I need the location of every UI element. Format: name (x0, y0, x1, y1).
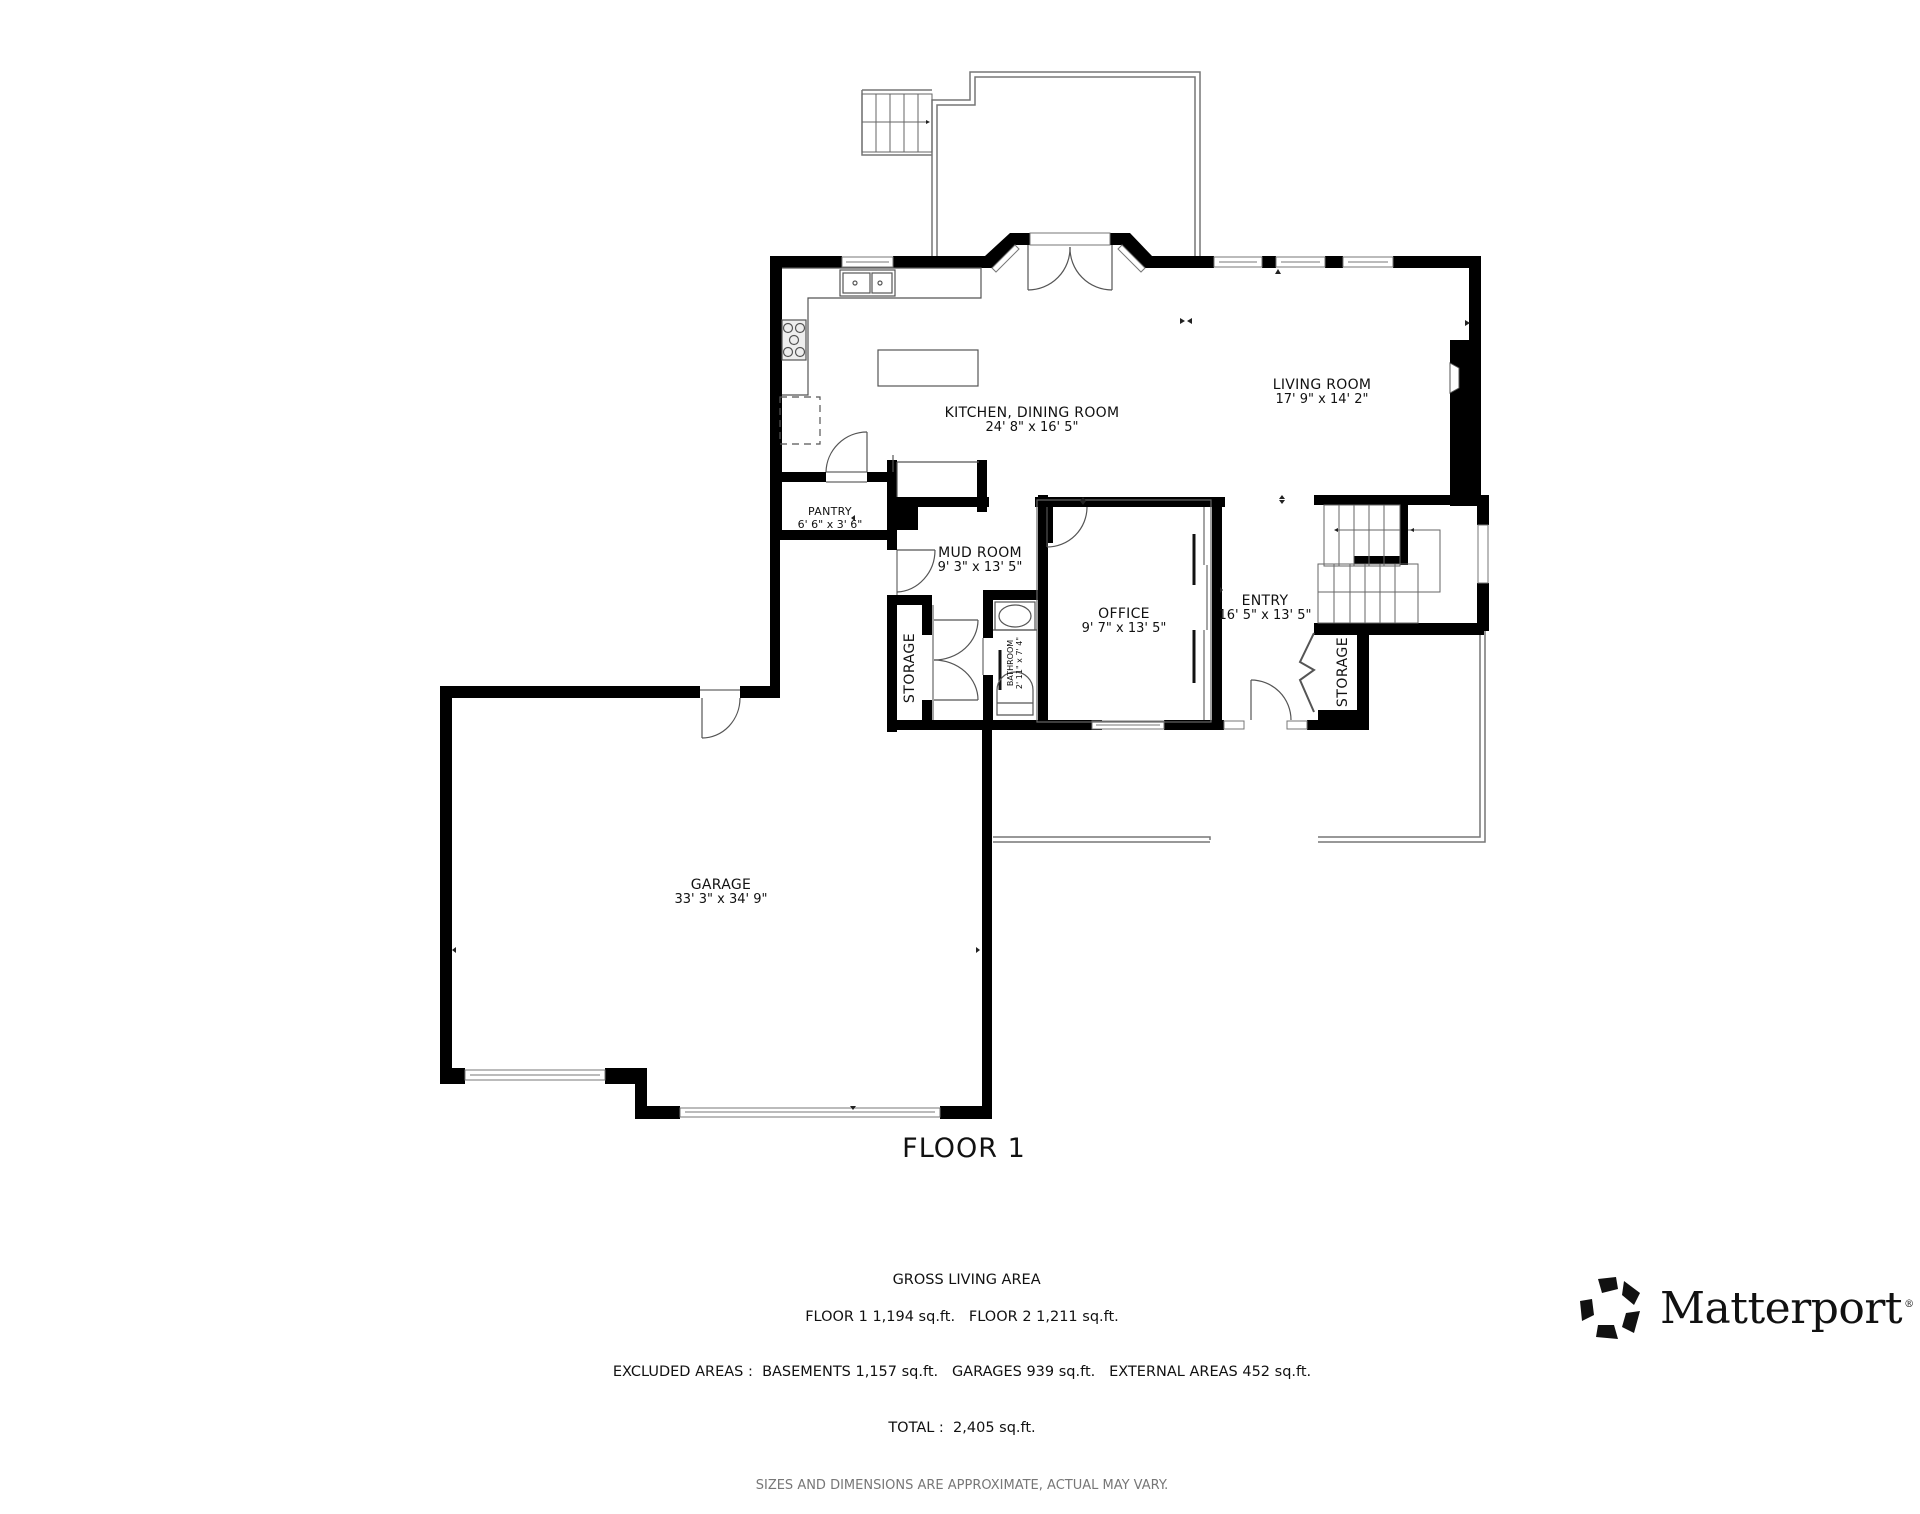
room-dimensions: 9' 3" x 13' 5" (937, 560, 1023, 576)
room-label-bathroom: BATHROOM 2' 11" x 7' 4" (1006, 636, 1025, 690)
partitions (700, 471, 1212, 723)
dimension-markers (452, 269, 1470, 1110)
floor-title: FLOOR 1 (902, 1133, 1026, 1164)
room-name: OFFICE (1098, 606, 1150, 622)
fireplace (1449, 362, 1460, 394)
room-label-office: OFFICE 9' 7" x 13' 5" (1082, 606, 1167, 637)
room-name: KITCHEN, DINING ROOM (944, 405, 1120, 421)
floor-plan-drawing (440, 71, 1489, 1119)
summary-total: TOTAL : 2,405 sq.ft. (888, 1419, 1036, 1436)
room-dimensions: 33' 3" x 34' 9" (674, 892, 768, 908)
walls (440, 233, 1489, 1119)
bathroom-fixtures (993, 601, 1037, 716)
room-label-storage-east: STORAGE (1335, 637, 1351, 707)
summary-floors: FLOOR 1 1,194 sq.ft. FLOOR 2 1,211 sq.ft… (805, 1308, 1119, 1325)
matterport-pinwheel-icon (1580, 1277, 1640, 1339)
brand-wordmark: Matterport® (1660, 1282, 1914, 1334)
windows (464, 232, 1489, 1118)
area-summary: GROSS LIVING AREA FLOOR 1 1,194 sq.ft. F… (613, 1252, 1311, 1514)
deck-stairs (861, 93, 933, 153)
room-label-mud-room: MUD ROOM 9' 3" x 13' 5" (938, 545, 1023, 576)
registered-mark: ® (1904, 1298, 1914, 1310)
room-label-living-room: LIVING ROOM 17' 9" x 14' 2" (1273, 377, 1372, 408)
back-deck (861, 71, 1201, 258)
room-name: STORAGE (1335, 636, 1351, 708)
doors (701, 245, 1316, 739)
room-name: ENTRY (1241, 593, 1289, 609)
summary-heading: GROSS LIVING AREA (892, 1271, 1041, 1288)
room-dimensions: 6' 6" x 3' 6" (797, 517, 863, 531)
front-porch (993, 620, 1486, 843)
room-name: PANTRY (808, 505, 852, 518)
room-dimensions: 17' 9" x 14' 2" (1275, 392, 1369, 408)
room-name: STORAGE (902, 632, 918, 704)
room-name: GARAGE (690, 877, 752, 893)
room-name: MUD ROOM (938, 545, 1022, 561)
room-name: LIVING ROOM (1272, 377, 1372, 393)
room-dimensions: 9' 7" x 13' 5" (1081, 621, 1167, 637)
matterport-logo: Matterport® (1578, 1270, 1914, 1346)
summary-disclaimer: SIZES AND DIMENSIONS ARE APPROXIMATE, AC… (755, 1478, 1169, 1493)
summary-excluded: EXCLUDED AREAS : BASEMENTS 1,157 sq.ft. … (612, 1364, 1312, 1380)
room-dimensions: 16' 5" x 13' 5" (1218, 608, 1312, 624)
room-name: BATHROOM (1006, 639, 1016, 687)
interior-stairs (1317, 504, 1441, 624)
room-label-entry: ENTRY 16' 5" x 13' 5" (1219, 593, 1312, 624)
room-label-kitchen-dining: KITCHEN, DINING ROOM 24' 8" x 16' 5" (945, 405, 1120, 436)
room-label-garage: GARAGE 33' 3" x 34' 9" (675, 877, 768, 908)
room-label-pantry: PANTRY 6' 6" x 3' 6" (797, 505, 863, 531)
kitchen-fixtures (779, 267, 982, 497)
room-dimensions: 24' 8" x 16' 5" (985, 420, 1079, 436)
room-label-storage-west: STORAGE (902, 633, 918, 703)
room-dimensions: 2' 11" x 7' 4" (1015, 636, 1024, 690)
